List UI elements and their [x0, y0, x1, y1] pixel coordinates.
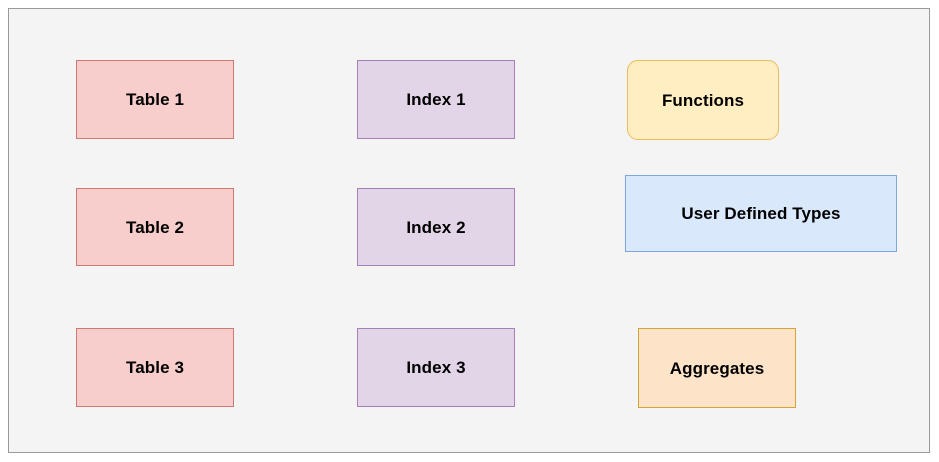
- diagram-container-frame: Table 1 Index 1 Functions Table 2 Index …: [8, 8, 930, 453]
- node-index-2[interactable]: Index 2: [357, 188, 515, 266]
- node-user-defined-types[interactable]: User Defined Types: [625, 175, 897, 252]
- node-index-3[interactable]: Index 3: [357, 328, 515, 407]
- node-aggregates[interactable]: Aggregates: [638, 328, 796, 408]
- node-table-3[interactable]: Table 3: [76, 328, 234, 407]
- node-functions[interactable]: Functions: [627, 60, 779, 140]
- node-table-2[interactable]: Table 2: [76, 188, 234, 266]
- node-table-1[interactable]: Table 1: [76, 60, 234, 139]
- node-index-1[interactable]: Index 1: [357, 60, 515, 139]
